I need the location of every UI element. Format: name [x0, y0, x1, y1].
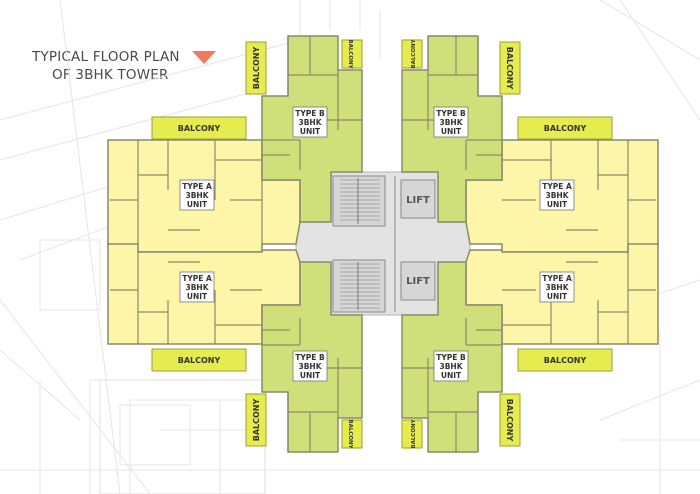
- unit-label-box: [179, 179, 215, 211]
- unit-label-line: TYPE B: [295, 109, 325, 118]
- blueprint-line: [0, 89, 261, 161]
- staircase-top: [332, 175, 386, 227]
- unit-label-line: UNIT: [187, 200, 208, 209]
- unit-label-box: [433, 106, 469, 138]
- unit-label-line: TYPE A: [542, 182, 572, 191]
- plan-title-line-1: TYPICAL FLOOR PLAN: [32, 49, 180, 65]
- blueprint-line: [599, 0, 700, 61]
- unit-label-line: UNIT: [547, 200, 568, 209]
- lift-label-bottom: LIFT: [406, 276, 430, 287]
- blueprint-room: [39, 239, 101, 311]
- balconies-layer: [151, 39, 613, 449]
- unit-label-line: UNIT: [441, 127, 462, 136]
- unit-label-line: 3BHK: [298, 118, 322, 127]
- unit-label-box: [433, 350, 469, 382]
- balcony-label-b-bottom-right-main: BALCONY: [505, 399, 514, 442]
- blueprint-room: [99, 379, 266, 494]
- balcony-label-b-top-left-small: BALCONY: [347, 39, 353, 69]
- lift-shaft-bottom: [400, 261, 436, 301]
- balcony-b-top-left-small: [341, 39, 363, 69]
- unit-label-box: [539, 271, 575, 303]
- unit-label-line: TYPE B: [436, 109, 466, 118]
- staircase-bottom: [332, 259, 386, 313]
- balcony-label-b-top-right-main: BALCONY: [505, 47, 514, 90]
- unit-label-box: [292, 350, 328, 382]
- unit-label-line: TYPE A: [182, 274, 212, 283]
- unit-label-box: [539, 179, 575, 211]
- unit-label-line: TYPE A: [542, 274, 572, 283]
- balcony-label-b-bottom-left-main: BALCONY: [252, 399, 261, 442]
- unit-label-line: UNIT: [441, 371, 462, 380]
- balcony-label-b-bottom-left-small: BALCONY: [347, 419, 353, 449]
- balcony-b-top-right-small: [401, 39, 423, 69]
- unit-label-box: [179, 271, 215, 303]
- blueprint-line: [0, 299, 151, 494]
- unit-label-line: 3BHK: [298, 362, 322, 371]
- unit-label-line: 3BHK: [439, 118, 463, 127]
- unit-label-line: UNIT: [187, 292, 208, 301]
- balcony-b-bottom-right-small: [401, 419, 423, 449]
- unit-label-line: TYPE A: [182, 182, 212, 191]
- blueprint-room: [119, 404, 191, 466]
- unit-label-line: TYPE B: [295, 353, 325, 362]
- balcony-b-top-left-main: [245, 41, 267, 95]
- central-core: [295, 171, 471, 316]
- balcony-b-bottom-right-main: [499, 393, 521, 447]
- blueprint-line: [59, 0, 121, 494]
- unit-label-line: TYPE B: [436, 353, 466, 362]
- balcony-label-a-bottom-left: BALCONY: [178, 356, 221, 365]
- lift-label-top: LIFT: [406, 195, 430, 206]
- balcony-b-top-right-main: [499, 41, 521, 95]
- balcony-b-bottom-left-main: [245, 393, 267, 447]
- blueprint-line: [619, 0, 700, 121]
- unit-label-line: 3BHK: [439, 362, 463, 371]
- balcony-label-b-top-left-main: BALCONY: [252, 47, 261, 90]
- stair-box: [332, 259, 386, 313]
- balcony-a-bottom-left: [151, 348, 247, 372]
- balcony-a-top-left: [151, 116, 247, 140]
- balcony-a-bottom-right: [517, 348, 613, 372]
- unit-label-line: 3BHK: [545, 283, 569, 292]
- balcony-label-a-top-right: BALCONY: [544, 124, 587, 133]
- title-marker-icon: [192, 51, 216, 64]
- unit-label-box: [292, 106, 328, 138]
- unit-label-line: UNIT: [300, 371, 321, 380]
- unit-label-line: UNIT: [300, 127, 321, 136]
- plan-title-line-2: OF 3BHK TOWER: [52, 67, 169, 83]
- balcony-label-a-bottom-right: BALCONY: [544, 356, 587, 365]
- stair-box: [332, 175, 386, 227]
- balcony-b-bottom-left-small: [341, 419, 363, 449]
- unit-label-line: UNIT: [547, 292, 568, 301]
- balcony-label-a-top-left: BALCONY: [178, 124, 221, 133]
- lift-shaft-top: [400, 179, 436, 219]
- balcony-a-top-right: [517, 116, 613, 140]
- blueprint-line: [599, 379, 700, 421]
- balcony-label-b-bottom-right-small: BALCONY: [411, 418, 417, 448]
- unit-label-line: 3BHK: [185, 191, 209, 200]
- balcony-label-b-top-right-small: BALCONY: [411, 38, 417, 68]
- unit-label-line: 3BHK: [185, 283, 209, 292]
- unit-label-line: 3BHK: [545, 191, 569, 200]
